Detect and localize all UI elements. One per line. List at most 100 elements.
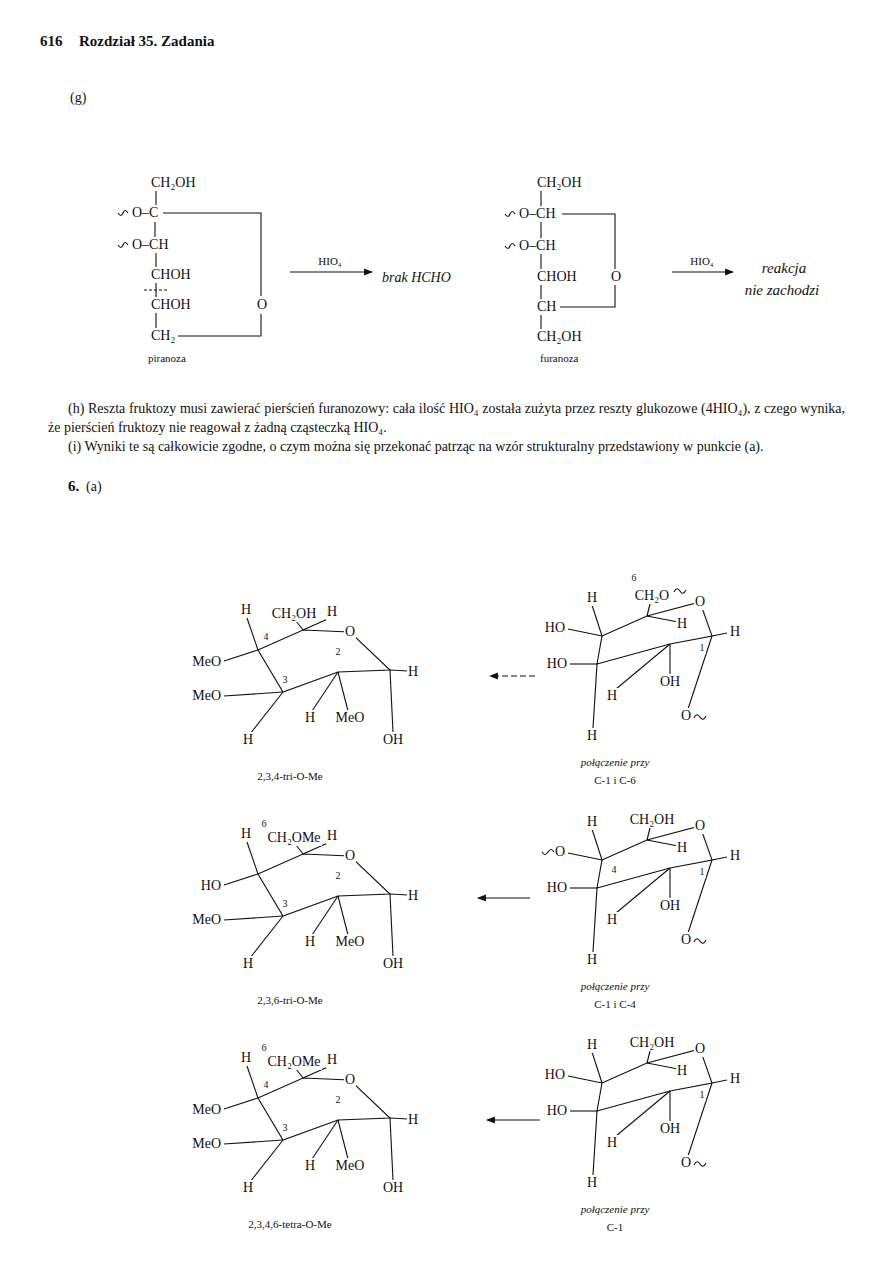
chem-label: H — [606, 688, 618, 704]
chem-label: HO — [200, 878, 222, 894]
chem-label: OH — [659, 898, 681, 914]
chem-label: O — [694, 594, 706, 610]
chem-label: H — [326, 604, 338, 620]
text-label: furanoza — [540, 352, 578, 365]
wavy-bond — [505, 212, 515, 249]
text-label: 2,3,4,6-tetra-O-Me — [248, 1218, 331, 1231]
text-label: (a) — [86, 479, 102, 495]
chem-label: H — [586, 1037, 598, 1053]
text-label: brak HCHO — [382, 270, 451, 286]
chem-label: H — [586, 728, 598, 744]
reaction-arrow — [672, 271, 733, 272]
chem-label: H — [304, 710, 316, 726]
chem-label: 1 — [699, 642, 706, 654]
chair-ring — [224, 1066, 408, 1182]
chem-label: H — [606, 912, 618, 928]
chem-label: HO — [544, 1067, 566, 1083]
chem-label: H — [242, 1180, 254, 1196]
chem-label: O — [610, 269, 622, 285]
chem-label: 4 — [611, 864, 618, 876]
chem-label: CH₂OH — [271, 606, 318, 622]
text-label: reakcja — [762, 260, 806, 277]
paragraph: (i) Wyniki te są całkowicie zgodne, o cz… — [48, 437, 845, 456]
text-label: nie zachodzi — [745, 282, 820, 299]
chem-label: O — [694, 818, 706, 834]
chem-label: CH₂OMe — [266, 1054, 321, 1070]
chem-label: H — [676, 616, 688, 632]
chem-label: 6 — [261, 1042, 268, 1054]
chem-label: O — [344, 848, 356, 864]
wavy-bond — [542, 850, 554, 855]
chem-label: H — [676, 1063, 688, 1079]
chem-label: MeO — [335, 710, 366, 726]
chem-label: H — [242, 732, 254, 748]
text-label: 6. — [68, 478, 79, 495]
chem-label: CH₂ — [150, 328, 176, 344]
chem-label: O — [256, 297, 268, 313]
chem-label: CH₂OH — [150, 175, 197, 191]
chair-ring — [224, 618, 408, 734]
chem-label: CH₂OMe — [266, 830, 321, 846]
chem-label: H — [676, 840, 688, 856]
chem-label: 3 — [282, 1122, 289, 1134]
chem-label: MeO — [335, 1158, 366, 1174]
chem-label: 4 — [263, 631, 270, 643]
chem-label: CHOH — [150, 267, 192, 283]
chem-label: OH — [659, 674, 681, 690]
chair-ring — [568, 1049, 727, 1175]
chem-label: O–CH — [518, 206, 557, 222]
text-label: C-1 — [607, 1221, 624, 1234]
text-label: Rozdział 35. Zadania — [79, 33, 214, 50]
text-label: (g) — [70, 90, 86, 106]
chem-label: H — [729, 1071, 741, 1087]
chem-label: HO — [546, 1103, 568, 1119]
chem-label: MeO — [191, 654, 222, 670]
text-label: 616 — [40, 33, 63, 50]
chem-label: CH₂OH — [629, 812, 676, 828]
chem-label: H — [326, 1052, 338, 1068]
chem-label: H — [304, 934, 316, 950]
chem-label: 3 — [282, 898, 289, 910]
chem-label: H — [240, 826, 252, 842]
furanose-formula — [505, 191, 733, 329]
chem-label: H — [586, 1175, 598, 1191]
chem-label: OH — [382, 956, 404, 972]
chair-ring — [224, 842, 408, 958]
text-label: połączenie przy — [581, 1203, 650, 1216]
chem-label: MeO — [335, 934, 366, 950]
chem-label: H — [729, 848, 741, 864]
chem-label: O–CH — [131, 237, 170, 253]
chem-label: O–C — [131, 205, 159, 221]
chem-label: MeO — [191, 912, 222, 928]
chem-label: 4 — [263, 1079, 270, 1091]
reaction-arrow — [487, 1119, 540, 1120]
wavy-bond — [674, 589, 686, 594]
reaction-arrow — [290, 271, 372, 272]
pyranose-formula — [118, 191, 372, 336]
text-label: HIO₄ — [318, 255, 341, 268]
chem-label: MeO — [191, 1136, 222, 1152]
chem-label: 2 — [335, 646, 342, 658]
ring-bracket — [560, 214, 615, 307]
chem-label: H — [240, 602, 252, 618]
chem-label: O — [554, 844, 566, 860]
chem-label: O — [344, 1072, 356, 1088]
chem-label: H — [326, 828, 338, 844]
chair-ring — [568, 826, 727, 952]
text-label: połączenie przy — [581, 756, 650, 769]
chem-label: 1 — [699, 866, 706, 878]
chem-label: OH — [659, 1121, 681, 1137]
chem-label: H — [304, 1158, 316, 1174]
chem-label: H — [242, 956, 254, 972]
chem-label: 2 — [335, 870, 342, 882]
reaction-arrow — [490, 675, 535, 676]
wavy-bond — [118, 211, 128, 248]
chem-label: H — [586, 590, 598, 606]
chem-label: CH₂OH — [536, 329, 583, 345]
chem-label: 3 — [282, 674, 289, 686]
chem-label: O — [344, 624, 356, 640]
chem-label: OH — [382, 732, 404, 748]
chem-label: 6 — [631, 572, 638, 584]
chem-label: H — [586, 952, 598, 968]
